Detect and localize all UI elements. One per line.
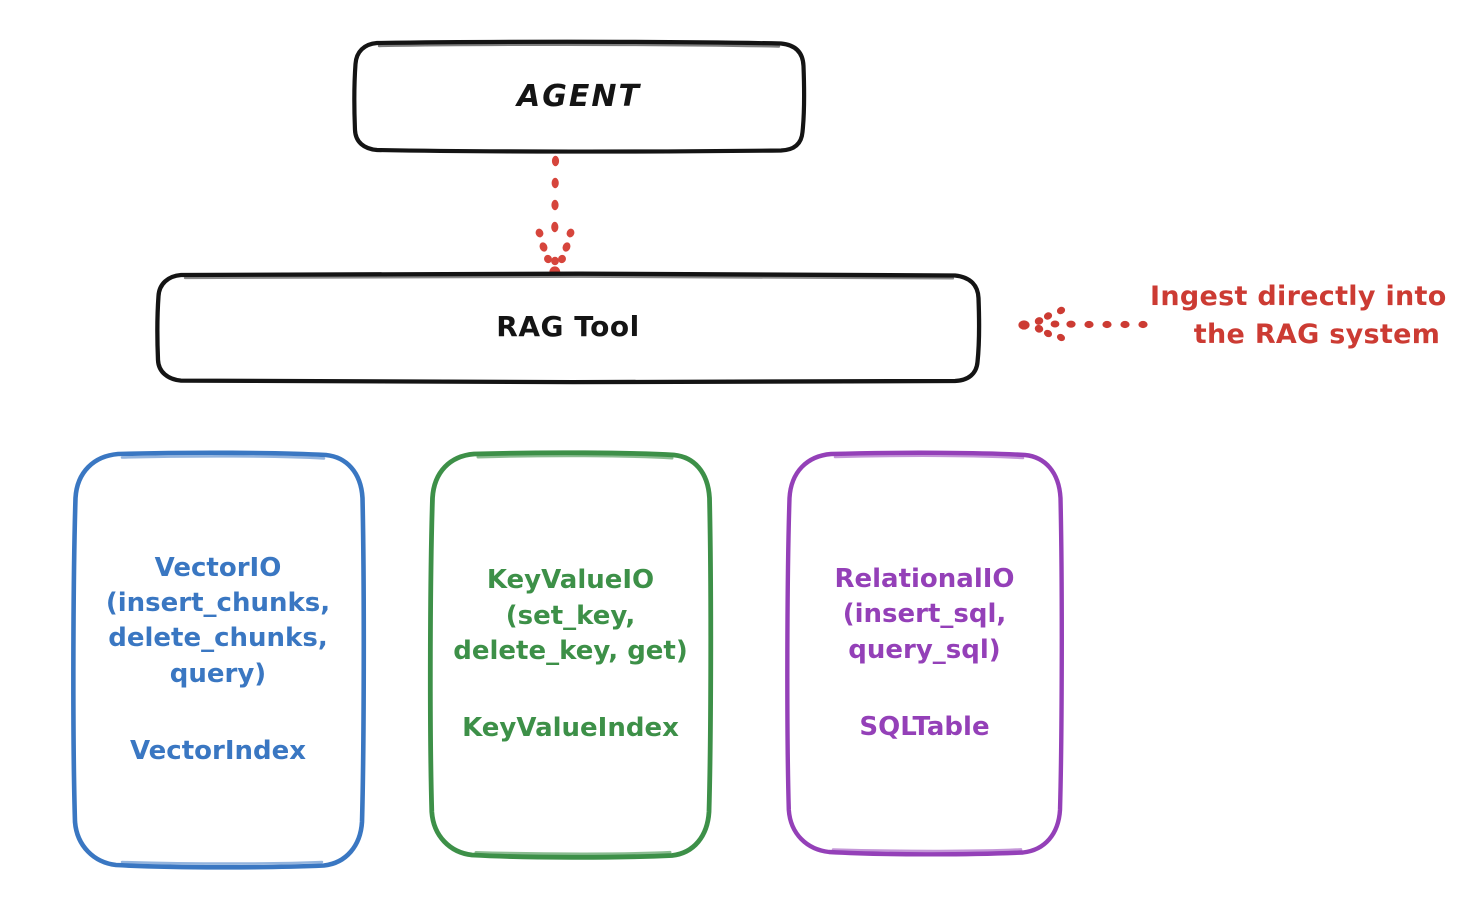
- ingest-annotation-line-1: Ingest directly into: [1150, 281, 1447, 312]
- vector-io-index-label: VectorIndex: [129, 736, 307, 767]
- ingest-to-rag-tool-arrow-icon: [1015, 296, 1150, 352]
- key-value-io-api-label: KeyValueIO (set_key, delete_key, get): [453, 565, 688, 667]
- node-rag-tool[interactable]: RAG Tool: [155, 271, 982, 385]
- relational-io-api-label: RelationalIO (insert_sql, query_sql): [834, 563, 1015, 665]
- agent-to-rag-tool-arrow-icon: [505, 153, 605, 278]
- ingest-annotation: Ingest directly into the RAG system: [1142, 278, 1472, 355]
- node-vector-io[interactable]: VectorIO (insert_chunks, delete_chunks, …: [70, 450, 367, 870]
- node-agent[interactable]: AGENT: [352, 39, 807, 154]
- node-key-value-io[interactable]: KeyValueIO (set_key, delete_key, get) Ke…: [427, 450, 714, 860]
- ingest-annotation-line-2: the RAG system: [1193, 319, 1441, 351]
- key-value-io-index-label: KeyValueIndex: [462, 713, 679, 744]
- agent-label: AGENT: [517, 78, 641, 114]
- relational-io-index-label: SQLTable: [859, 711, 990, 742]
- rag-tool-label: RAG Tool: [496, 310, 640, 344]
- node-relational-io[interactable]: RelationalIO (insert_sql, query_sql) SQL…: [785, 450, 1064, 857]
- vector-io-api-label: VectorIO (insert_chunks, delete_chunks, …: [105, 552, 331, 689]
